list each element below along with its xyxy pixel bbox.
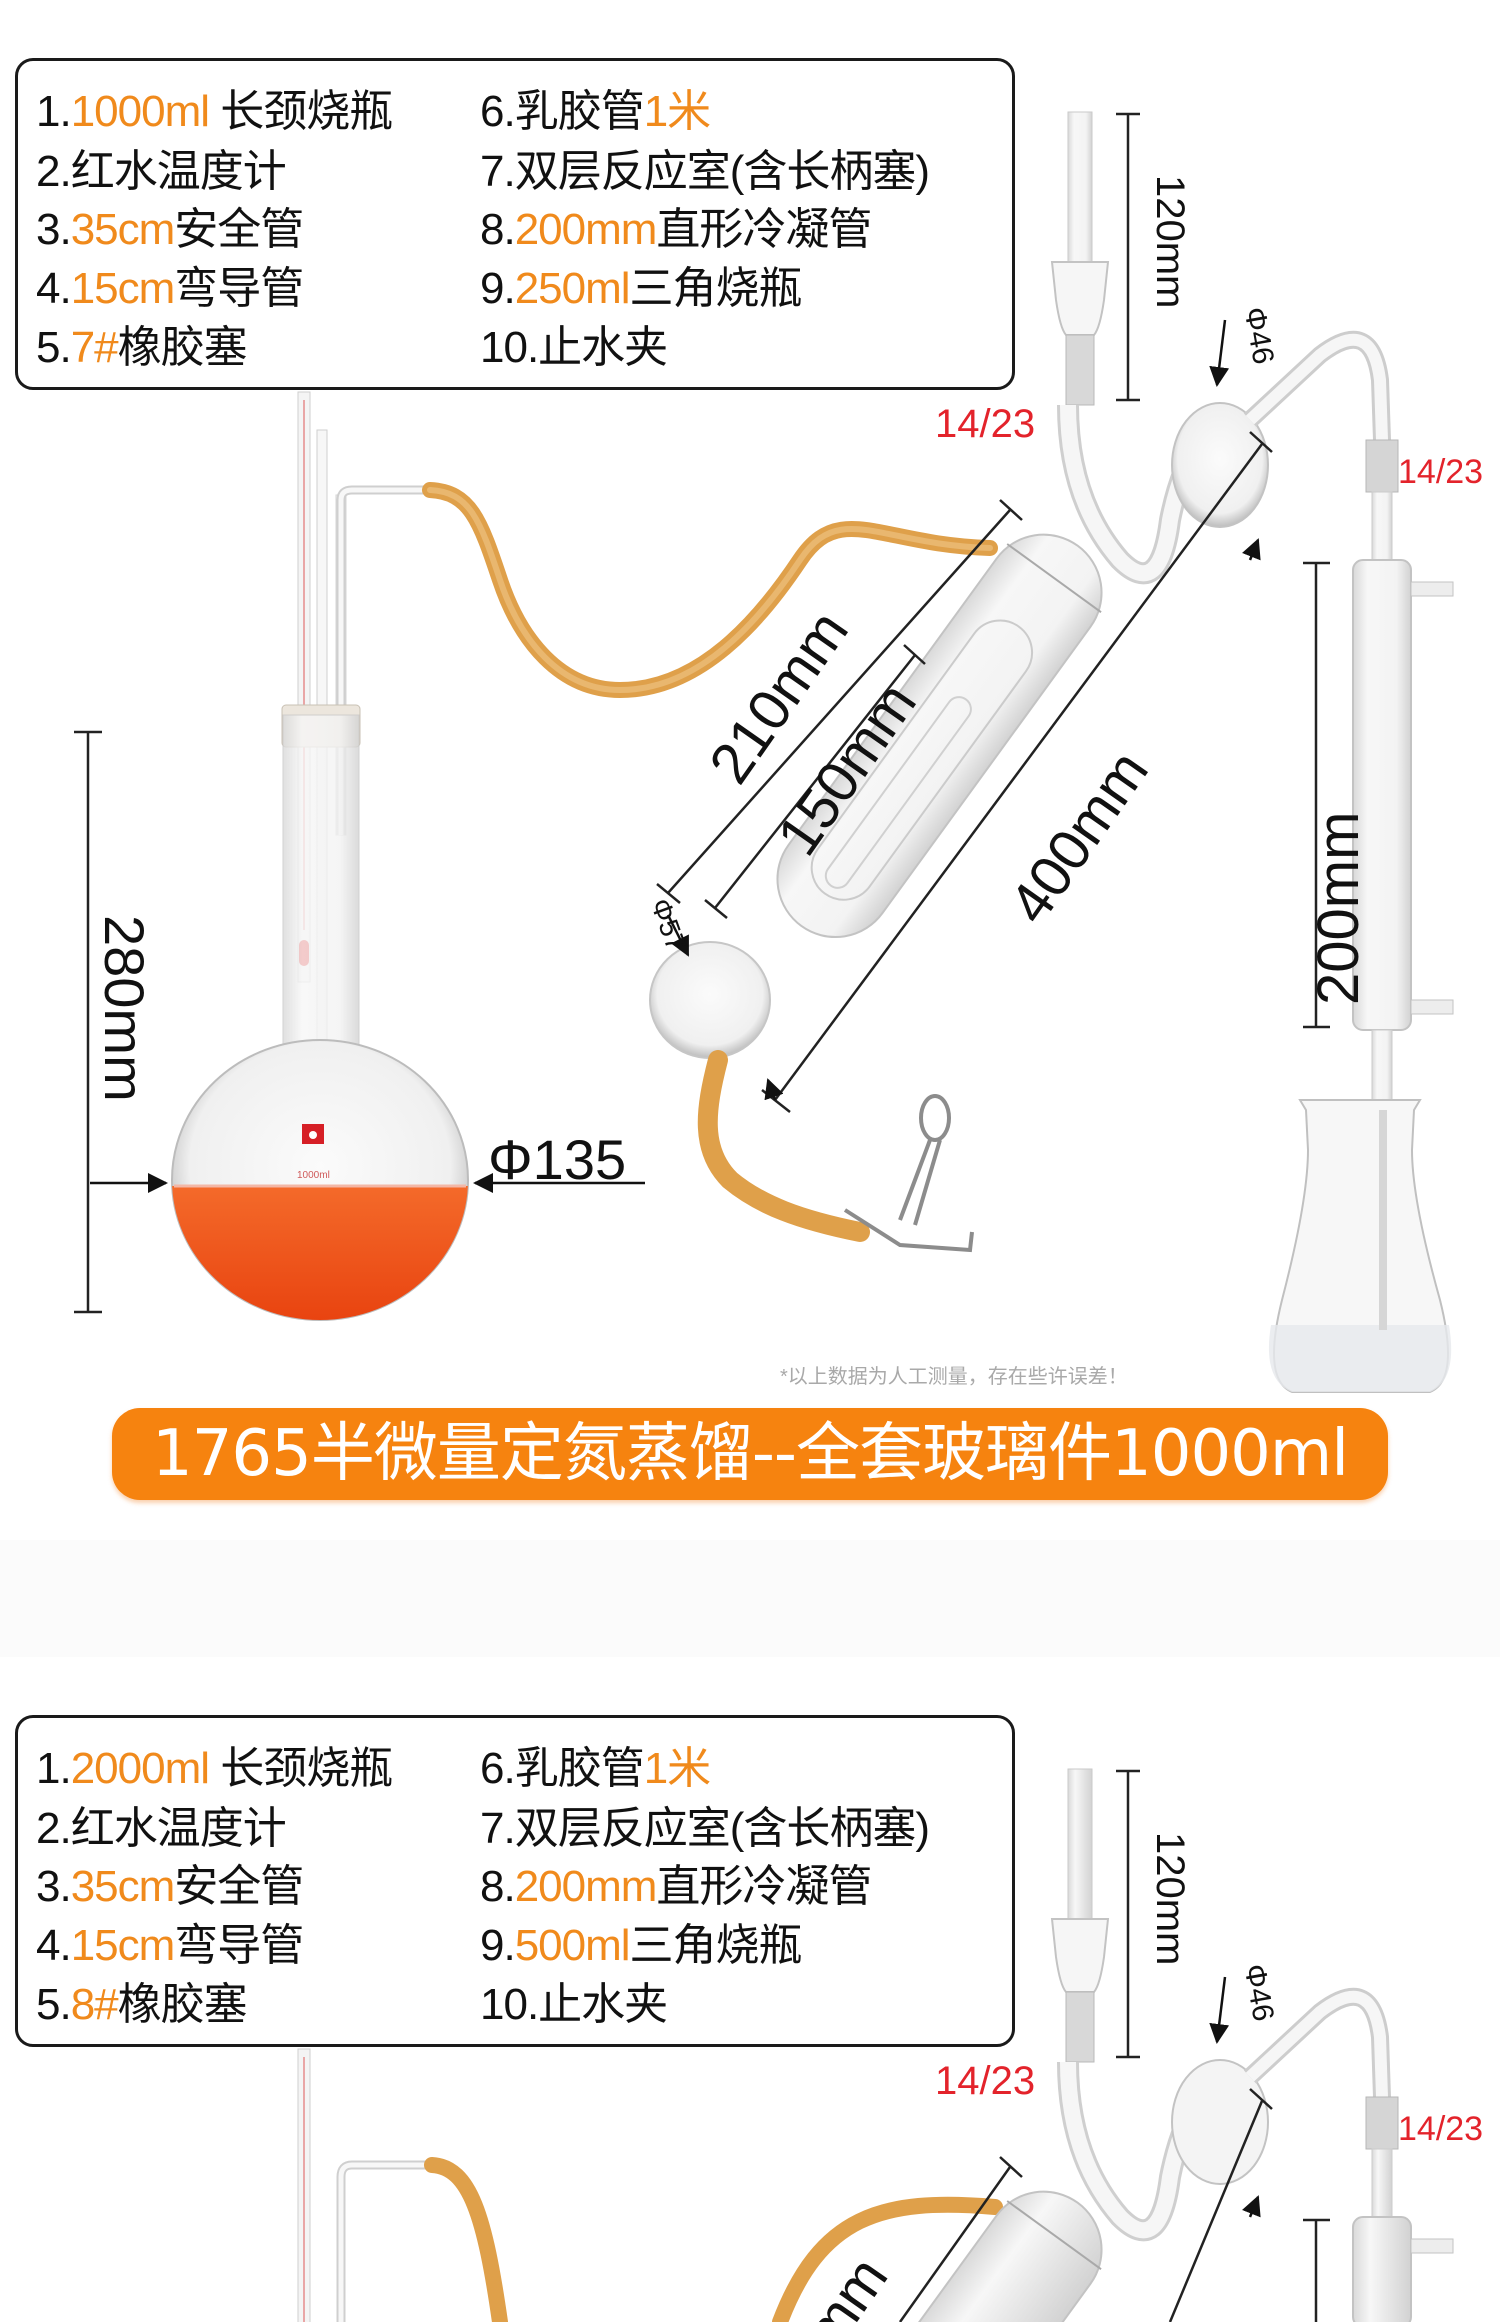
inlet-length-label: 120mm: [1148, 175, 1192, 309]
part-item-2: 2.红水温度计: [36, 147, 287, 196]
joint-size-left: 14/23: [935, 402, 1036, 446]
flask-brand-logo: [302, 1124, 324, 1144]
distillation-apparatus-illustration-partial: [297, 1768, 1454, 2322]
product-section-1000ml: 1.1000ml 长颈烧瓶 2.红水温度计 3.35cm安全管 4.15cm弯导…: [15, 58, 1484, 1500]
part-item-5: 5.8#橡胶塞: [36, 1980, 248, 2029]
condenser-length-label: 200mm: [1306, 811, 1371, 1005]
joint-size-right: 14/23: [1398, 2110, 1484, 2148]
pinch-clamp-icon: [843, 1094, 974, 1253]
part-item-6: 6.乳胶管1米: [480, 1744, 711, 1793]
part-item-2: 2.红水温度计: [36, 1804, 287, 1853]
part-item-10: 10.止水夹: [480, 323, 668, 372]
joint-size-right: 14/23: [1398, 453, 1484, 491]
flask-height-label: 280mm: [93, 915, 156, 1102]
part-item-3: 3.35cm安全管: [36, 1862, 304, 1911]
product-section-2000ml: 1.2000ml 长颈烧瓶 2.红水温度计 3.35cm安全管 4.15cm弯导…: [0, 1657, 1500, 2322]
part-item-9: 9.500ml三角烧瓶: [480, 1921, 803, 1970]
part-item-7: 7.双层反应室(含长柄塞): [480, 1804, 930, 1853]
part-item-8: 8.200mm直形冷凝管: [480, 1862, 872, 1911]
reaction-chamber: [776, 533, 1103, 939]
joint-size-left: 14/23: [935, 2059, 1036, 2103]
distillation-apparatus-illustration: 1000ml: [74, 111, 1454, 1393]
parts-list-box: 1.1000ml 长颈烧瓶 2.红水温度计 3.35cm安全管 4.15cm弯导…: [15, 58, 1015, 390]
part-item-9: 9.250ml三角烧瓶: [480, 264, 803, 313]
part-item-1: 1.2000ml 长颈烧瓶: [36, 1744, 393, 1793]
part-item-8: 8.200mm直形冷凝管: [480, 205, 872, 254]
flask-volume-marking: 1000ml: [297, 1170, 330, 1181]
parts-list-box: 1.2000ml 长颈烧瓶 2.红水温度计 3.35cm安全管 4.15cm弯导…: [15, 1715, 1015, 2047]
part-item-10: 10.止水夹: [480, 1980, 668, 2029]
product-title-banner: 1765半微量定氮蒸馏--全套玻璃件1000ml: [112, 1408, 1388, 1500]
part-item-4: 4.15cm弯导管: [36, 264, 304, 313]
flask-diameter-label: Φ135: [488, 1128, 627, 1191]
part-item-1: 1.1000ml 长颈烧瓶: [36, 87, 393, 136]
part-item-6: 6.乳胶管1米: [480, 87, 711, 136]
part-item-7: 7.双层反应室(含长柄塞): [480, 147, 930, 196]
part-item-4: 4.15cm弯导管: [36, 1921, 304, 1970]
inlet-length-label: 120mm: [1148, 1832, 1192, 1966]
flask-height-dimension: [74, 730, 102, 1314]
measurement-disclaimer: *以上数据为人工测量，存在些许误差！: [780, 1366, 1128, 1388]
part-item-5: 5.7#橡胶塞: [36, 323, 248, 372]
section-divider: [0, 1540, 1500, 1670]
part-item-3: 3.35cm安全管: [36, 205, 304, 254]
